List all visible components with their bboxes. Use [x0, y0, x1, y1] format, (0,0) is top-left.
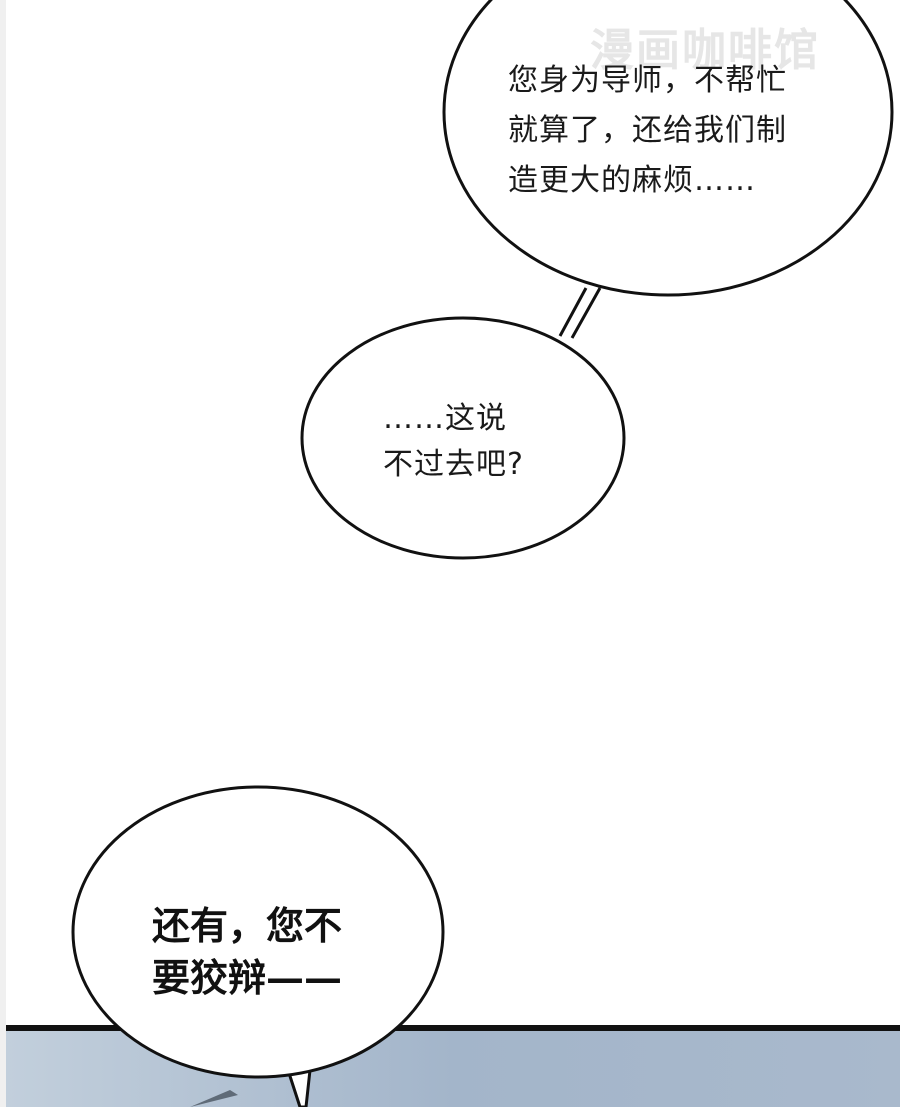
speech-bubble-2: [300, 316, 626, 560]
bubble-tail: [558, 287, 602, 339]
bubble-3-text: 还有，您不 要狡辩——: [152, 900, 342, 1004]
bubble-text-line: 不过去吧?: [383, 447, 524, 482]
bubble-1-text: 您身为导师，不帮忙 就算了，还给我们制 造更大的麻烦……: [508, 56, 787, 206]
speech-bubble-3: [71, 785, 445, 1079]
bubble-text-line: 造更大的麻烦……: [508, 163, 756, 198]
speech-bubble-1: [442, 0, 894, 297]
panel-art-blade: [190, 1090, 238, 1107]
watermark: 漫画咖啡馆: [590, 25, 820, 76]
bubble-text-line: 您身为导师，不帮忙: [508, 63, 787, 98]
bubble-text-line: 还有，您不: [152, 903, 343, 948]
page-edge: [0, 0, 6, 1107]
bubble-2-text: ……这说 不过去吧?: [383, 396, 524, 488]
bubble-text-line: 就算了，还给我们制: [508, 113, 787, 148]
bubble-text-line: 要狡辩——: [152, 955, 343, 1000]
bubble-text-line: ……这说: [383, 401, 507, 436]
